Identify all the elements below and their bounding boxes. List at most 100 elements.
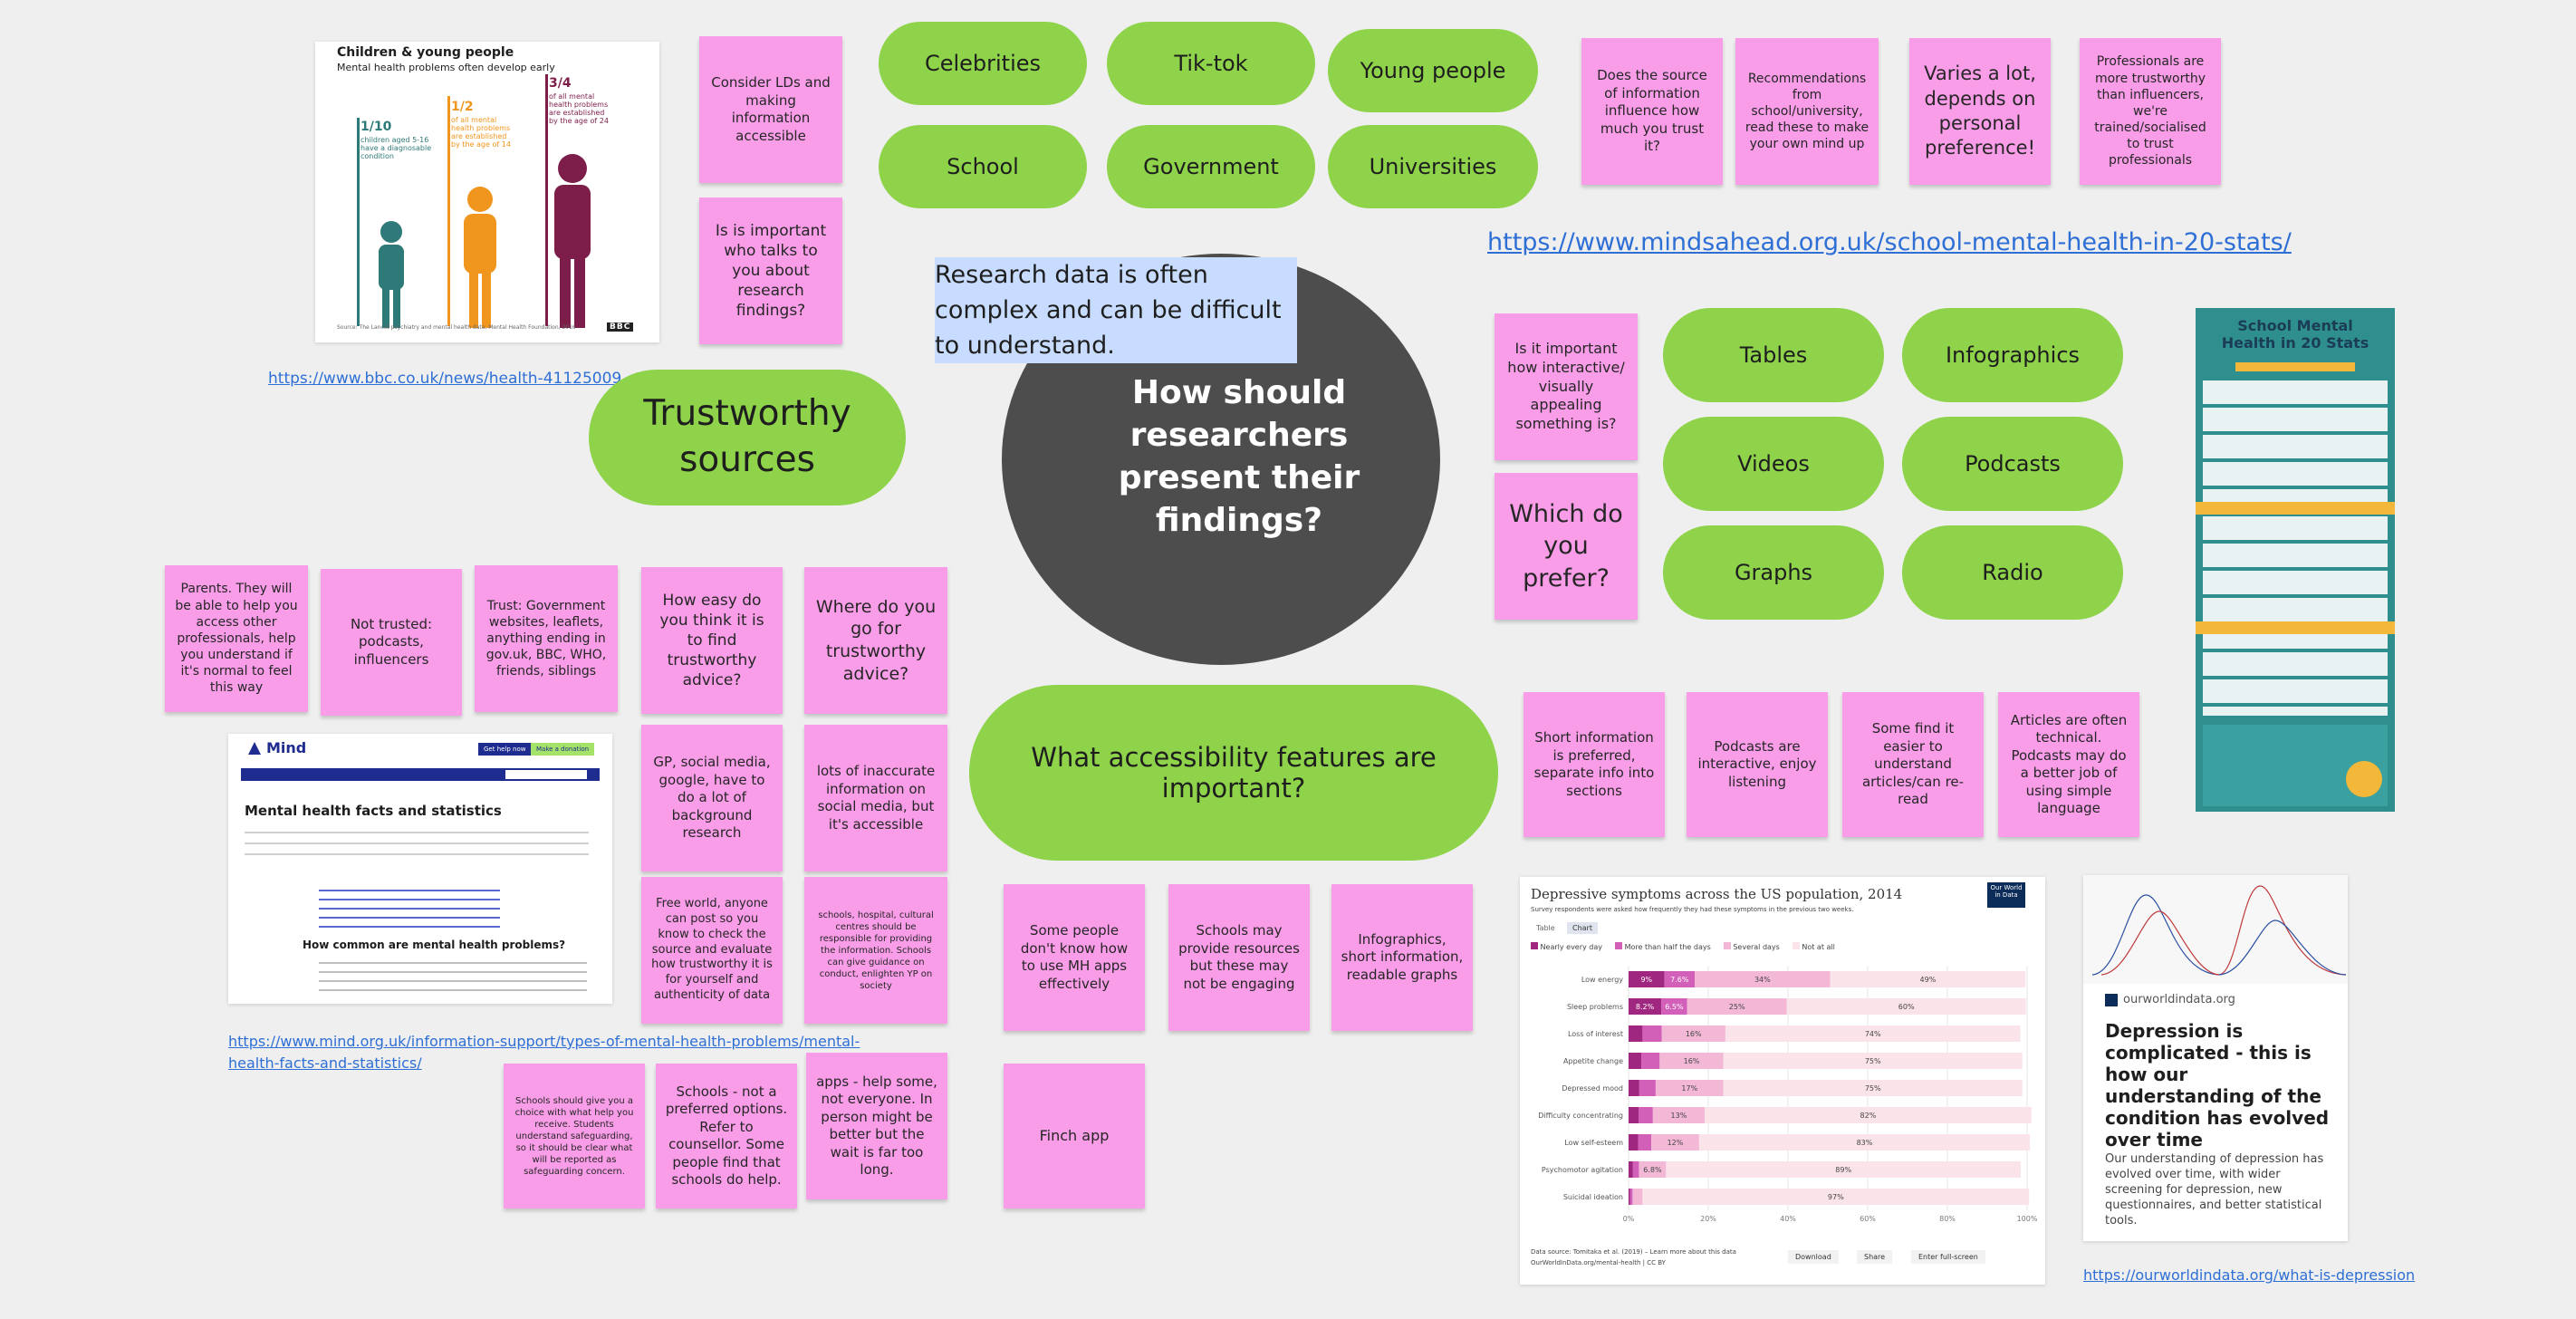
bbc-card-source: Source: The Lancet psychiatry and mental…	[337, 324, 576, 331]
bar-segment	[1629, 1134, 1639, 1151]
legend-item: Nearly every day	[1531, 942, 1602, 951]
data-label: 82%	[1860, 1112, 1877, 1120]
owid-chart-card: Depressive symptoms across the US popula…	[1520, 877, 2045, 1285]
sticky-podcasts-interactive: Podcasts are interactive, enjoy listenin…	[1687, 692, 1828, 837]
sticky-trust-gov: Trust: Government websites, leaflets, an…	[475, 565, 618, 712]
sticky-professionals: Professionals are more trustworthy than …	[2080, 38, 2221, 185]
bar-segment	[1687, 998, 1787, 1015]
category-label: Low self-esteem	[1564, 1139, 1623, 1147]
owid-download-button[interactable]: Download	[1788, 1250, 1839, 1264]
data-label: 74%	[1865, 1030, 1881, 1038]
bar-segment	[1659, 1053, 1724, 1069]
x-tick-label: 60%	[1860, 1215, 1876, 1221]
pill-tiktok: Tik-tok	[1107, 22, 1315, 105]
bar-segment	[1629, 1161, 1633, 1178]
pill-podcasts: Podcasts	[1902, 417, 2123, 511]
mind-link[interactable]: https://www.mind.org.uk/information-supp…	[228, 1033, 860, 1072]
sticky-inaccurate: lots of inaccurate information on social…	[804, 725, 947, 871]
x-tick-label: 40%	[1780, 1215, 1796, 1221]
mind-donate-button[interactable]: Make a donation	[531, 743, 595, 756]
category-label: Psychomotor agitation	[1542, 1166, 1623, 1174]
bar-segment	[1641, 1053, 1660, 1069]
category-label: Appetite change	[1563, 1057, 1623, 1065]
legend-label: More than half the days	[1624, 943, 1711, 951]
pill-trustworthy-sources: Trustworthy sources	[589, 370, 906, 505]
owid-fullscreen-button[interactable]: Enter full-screen	[1911, 1250, 1985, 1264]
pill-tables: Tables	[1663, 308, 1884, 402]
mind-search-input[interactable]	[505, 770, 587, 779]
sticky-consider-lds: Consider LDs and making information acce…	[699, 36, 842, 183]
mind-brand: Mind	[266, 739, 307, 756]
legend-swatch-several-days	[1723, 942, 1731, 949]
owid-share-button[interactable]: Share	[1857, 1250, 1893, 1264]
data-label: 75%	[1865, 1084, 1881, 1093]
bar-segment	[1666, 1161, 2021, 1178]
sticky-schools-choice: Schools should give you a choice with wh…	[504, 1064, 645, 1208]
bar-segment	[1632, 1161, 1639, 1178]
legend-label: Not at all	[1802, 943, 1835, 951]
bbc-bar-1	[357, 118, 360, 326]
category-label: Low energy	[1581, 976, 1623, 984]
bar-segment	[1629, 1053, 1642, 1069]
x-tick-label: 100%	[2017, 1215, 2038, 1221]
stats-infographic-badge	[2346, 761, 2382, 797]
owid-favicon-icon	[2105, 993, 2118, 1006]
legend-swatch-nearly-every-day	[1531, 942, 1538, 949]
sticky-schools-not: Schools - not a preferred options. Refer…	[656, 1064, 797, 1208]
owid-tab-chart[interactable]: Chart	[1567, 922, 1598, 934]
bar-segment	[1655, 1080, 1724, 1096]
owid-link[interactable]: https://ourworldindata.org/what-is-depre…	[2083, 1266, 2416, 1284]
owid-chart-subtitle: Survey respondents were asked how freque…	[1531, 906, 1854, 913]
sticky-who-talks: Is is important who talks to you about r…	[699, 197, 842, 344]
mind-subheading: How common are mental health problems?	[303, 939, 566, 951]
data-label: 6.8%	[1643, 1166, 1662, 1174]
sticky-not-trusted: Not trusted: podcasts, influencers	[321, 569, 462, 716]
data-label: 97%	[1828, 1193, 1844, 1201]
mind-logo-icon	[248, 741, 261, 755]
data-label: 8.2%	[1636, 1003, 1655, 1011]
sticky-varies: Varies a lot, depends on personal prefer…	[1909, 38, 2051, 185]
pill-videos: Videos	[1663, 417, 1884, 511]
pill-infographics: Infographics	[1902, 308, 2123, 402]
bbc-card-subtitle: Mental health problems often develop ear…	[337, 62, 555, 73]
data-label: 60%	[1898, 1003, 1915, 1011]
sticky-how-easy: How easy do you think it is to find trus…	[641, 567, 783, 714]
sticky-parents: Parents. They will be able to help you a…	[165, 565, 308, 712]
bar-segment	[1629, 1080, 1639, 1096]
bar-segment	[1629, 1107, 1639, 1123]
legend-label: Nearly every day	[1540, 943, 1603, 951]
stats-infographic-divider-1	[2196, 502, 2395, 515]
sticky-recommendations: Recommendations from school/university, …	[1735, 38, 1879, 185]
owid-article-desc: Our understanding of depression has evol…	[2105, 1152, 2324, 1228]
data-label: 17%	[1681, 1084, 1697, 1093]
pill-universities: Universities	[1328, 125, 1538, 208]
x-tick-label: 0%	[1623, 1215, 1635, 1221]
bar-segment	[1639, 1080, 1656, 1096]
mind-get-help-button[interactable]: Get help now	[478, 743, 532, 756]
x-tick-label: 80%	[1939, 1215, 1956, 1221]
bbc-link[interactable]: https://www.bbc.co.uk/news/health-411250…	[268, 370, 622, 388]
data-label: 13%	[1671, 1112, 1687, 1120]
bar-segment	[1642, 1189, 2030, 1205]
owid-chart-title: Depressive symptoms across the US popula…	[1531, 886, 1903, 902]
bar-segment	[1629, 1025, 1643, 1042]
pill-school: School	[879, 125, 1087, 208]
owid-article-card[interactable]: ourworldindata.org Depression is complic…	[2083, 875, 2348, 1241]
mindsahead-link[interactable]: https://www.mindsahead.org.uk/school-men…	[1487, 228, 2292, 256]
bbc-stat-2-text: of all mental health problems are establ…	[451, 116, 511, 149]
owid-tab-table[interactable]: Table	[1536, 924, 1555, 932]
sticky-articles-technical: Articles are often technical. Podcasts m…	[1998, 692, 2139, 837]
pill-young-people: Young people	[1328, 29, 1538, 112]
bbc-infographic-card: Children & young people Mental health pr…	[315, 42, 659, 342]
owid-source: Data source: Tomitaka et al. (2019) – Le…	[1531, 1248, 1736, 1256]
bar-segment	[1698, 1134, 2031, 1151]
pill-government: Government	[1107, 125, 1315, 208]
pill-accessibility: What accessibility features are importan…	[969, 685, 1498, 861]
legend-item: Several days	[1723, 942, 1780, 951]
sticky-some-find: Some find it easier to understand articl…	[1842, 692, 1984, 837]
owid-legend: Nearly every day More than half the days…	[1531, 942, 1835, 951]
bar-segment	[1723, 1053, 2023, 1069]
stats-infographic-body	[2203, 380, 2388, 716]
legend-item: Not at all	[1792, 942, 1835, 951]
